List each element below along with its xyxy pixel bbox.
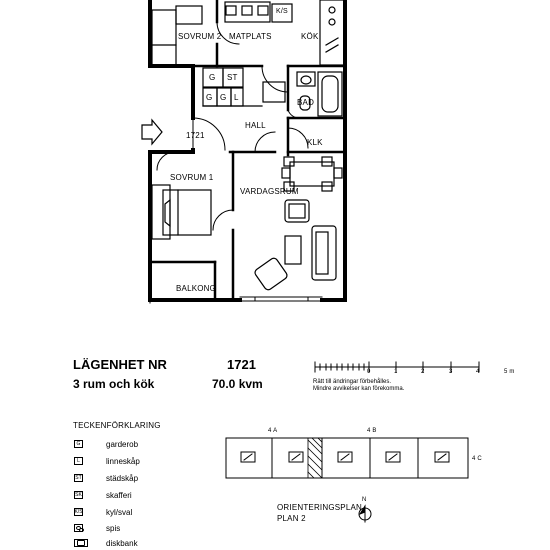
orientation-label-4b: 4 B [367,428,377,434]
legend-symbol: G [74,440,83,448]
living-seating [254,199,337,291]
legend-symbol: SK [74,491,83,499]
legend-label: kyl/sval [106,507,133,517]
orientation-label-4c: 4 C [472,456,482,462]
closet-label-g: G [209,73,216,82]
orientation-hatch [307,437,323,479]
legend-label: diskbank [106,538,138,548]
closets [202,67,263,107]
dining-table [224,1,271,23]
legend-label: spis [106,523,121,533]
legend-symbol: L [74,457,83,465]
apartment-number: 1721 [227,357,256,372]
bed-sovrum1 [151,184,212,240]
kyl-sval-label: K/S [276,8,288,15]
room-label-klk: KLK [307,138,323,147]
room-label-sovrum1: SOVRUM 1 [170,173,214,182]
legend-symbol: K/S [74,508,83,516]
room-label-balkong: BALKONG [176,284,217,293]
stove-icon [74,524,84,532]
scale-tick-0: 0 [367,369,371,375]
room-label-matplats: MATPLATS [229,32,272,41]
room-label-kok: KÖK [301,32,319,41]
room-label-sovrum2: SOVRUM 2 [178,32,222,41]
apartment-title-label: LÄGENHET NR [73,357,167,372]
sink-icon [74,539,88,547]
door-number: 1721 [186,131,205,140]
scale-tick-4: 4 [476,369,480,375]
scale-note-line1: Rätt till ändringar förbehålles. [313,379,392,385]
orientation-title-line1: ORIENTERINGSPLAN [277,503,362,512]
scale-bar [314,361,480,373]
legend-item: diskbank [74,537,138,549]
scale-tick-5: 5 m [504,369,515,375]
area-text: 70.0 kvm [212,377,263,391]
orientation-plan [225,437,469,479]
legend-item: SK skafferi [74,489,132,501]
legend-title: TECKENFÖRKLARING [73,421,161,430]
orientation-label-4a: 4 A [268,428,278,434]
kitchen-counter [271,0,345,66]
room-label-hall: HALL [245,121,266,130]
legend-item: ST städskåp [74,472,138,484]
rooms-text: 3 rum och kök [73,377,155,391]
legend-label: skafferi [106,490,132,500]
legend-item: spis [74,522,120,534]
legend-label: städskåp [106,473,139,483]
entry-arrow-icon [141,118,163,146]
bed-sovrum2 [151,5,203,67]
legend-label: garderob [106,439,139,449]
room-label-bad: BAD [297,98,315,107]
scale-note: Rätt till ändringar förbehålles. Mindre … [313,379,404,393]
bathroom-fixtures [262,71,343,117]
scale-note-line2: Mindre avvikelser kan förekomma. [313,386,405,392]
compass-icon [358,504,372,523]
living-dining-set [281,156,343,192]
doors [156,21,309,231]
balcony-window [239,296,323,302]
scale-tick-1: 1 [394,369,398,375]
closet-label-l: L [234,93,239,102]
scale-tick-3: 3 [449,369,453,375]
closet-label-g3: G [220,93,227,102]
room-label-vardagsrum: VARDAGSRUM [240,187,299,196]
orientation-title-line2: PLAN 2 [277,514,306,523]
legend-label: linneskåp [106,456,140,466]
closet-label-st: ST [227,73,238,82]
legend-item: K/S kyl/sval [74,506,132,518]
legend-symbol: ST [74,474,83,482]
scale-tick-2: 2 [421,369,425,375]
closet-label-g2: G [206,93,213,102]
compass-label: N [362,497,367,503]
